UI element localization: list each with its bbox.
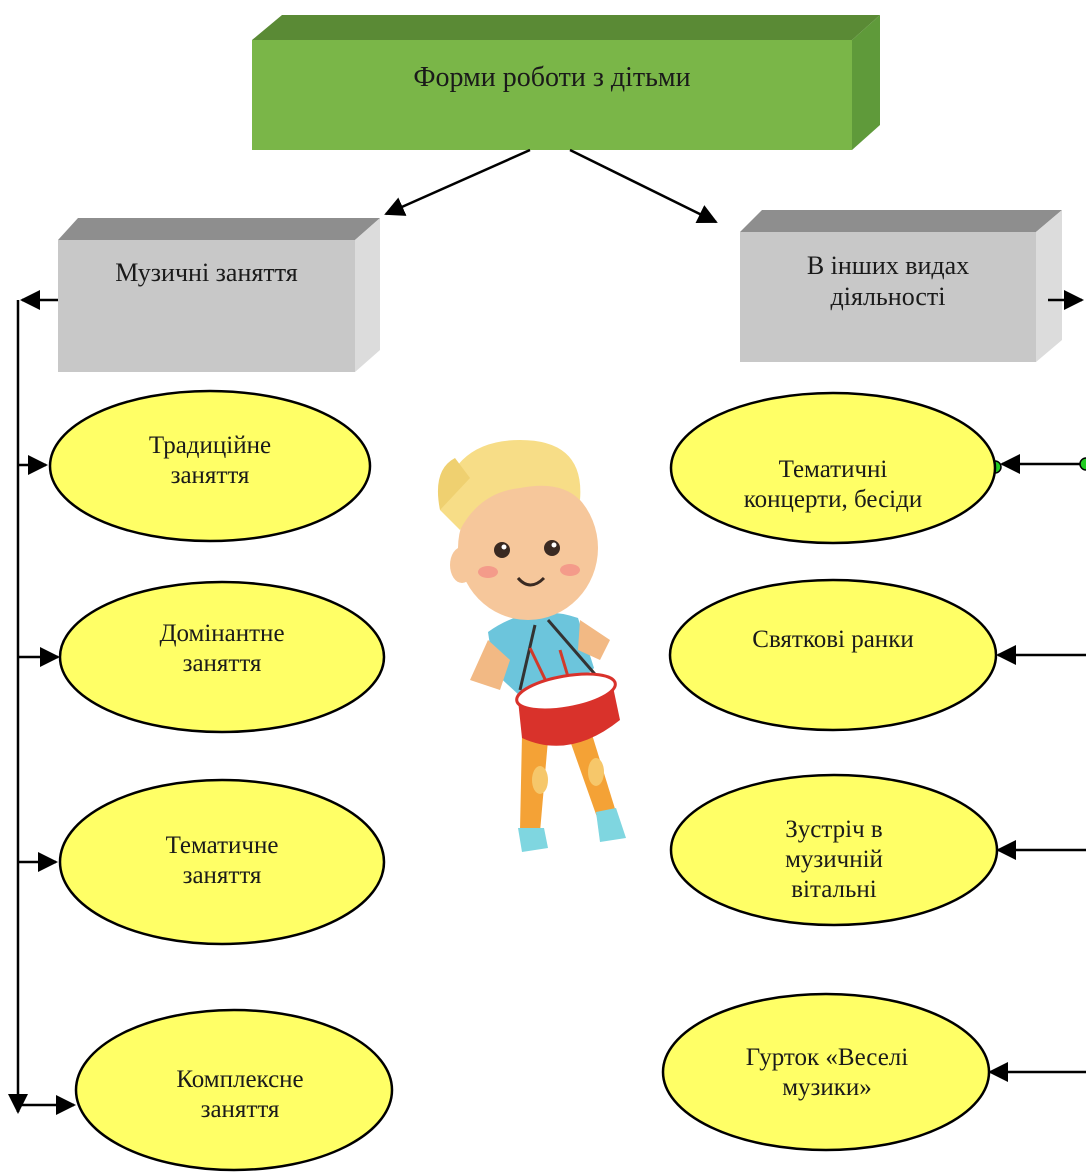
oval-dominant — [58, 580, 386, 734]
root-box — [252, 15, 880, 150]
category-title-other: В інших видах діяльності — [806, 250, 970, 311]
form-lounge-label: Зустріч в музичній вітальні — [785, 816, 883, 903]
category-box-music — [58, 218, 380, 372]
connector-endpoint-dot — [1079, 457, 1086, 471]
boy-with-drum-illustration — [437, 440, 626, 852]
form-matinees-label: Святкові ранки — [752, 626, 914, 653]
oval-concerts — [669, 391, 997, 545]
form-complex-label: Комплексне заняття — [176, 1066, 304, 1123]
oval-matinees — [668, 578, 998, 732]
oval-club — [661, 992, 991, 1152]
oval-traditional — [48, 389, 372, 543]
oval-thematic — [58, 778, 386, 946]
arrow-root-to-music — [384, 148, 531, 216]
category-box-other — [740, 210, 1062, 362]
oval-lounge — [669, 773, 999, 927]
connectors — [8, 148, 1086, 1115]
form-club-label: Гурток «Веселі музики» — [745, 1044, 909, 1101]
form-traditional-label: Традиційне заняття — [148, 432, 272, 489]
category-title-music: Музичні заняття — [115, 258, 298, 288]
oval-complex — [74, 1008, 394, 1172]
form-thematic-label: Тематичне заняття — [165, 832, 279, 889]
form-dominant-label: Домінантне заняття — [159, 620, 285, 677]
form-concerts-label: Тематичні концерти, бесіди — [743, 456, 923, 513]
root-title: Форми роботи з дітьми — [413, 61, 691, 93]
arrow-root-to-other — [569, 148, 718, 224]
